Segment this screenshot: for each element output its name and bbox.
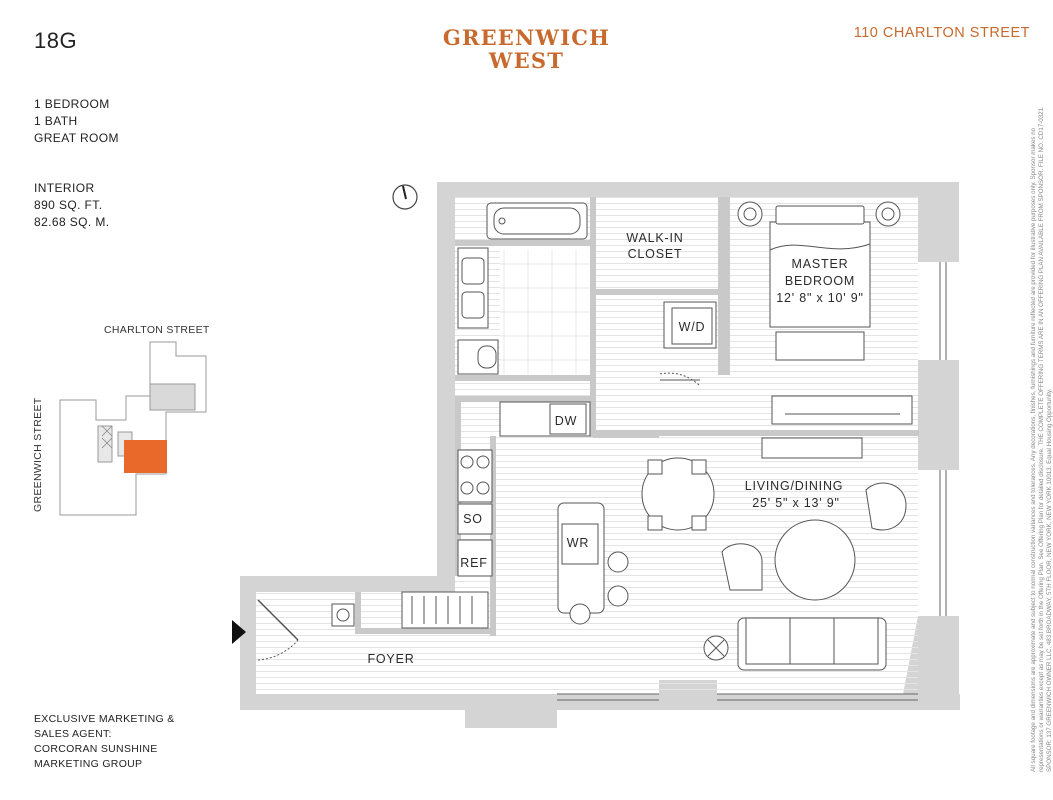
key-plan-unit-highlight [124, 440, 167, 473]
windows [557, 262, 947, 701]
brand-line-2: WEST [488, 48, 565, 73]
brand-line-1: GREENWICH [442, 25, 611, 50]
room-label-master: MASTER [792, 257, 849, 271]
agent-line-2: SALES AGENT: [34, 728, 112, 740]
master-bedroom-furniture [737, 201, 913, 425]
feature-label: GREAT ROOM [34, 131, 119, 145]
bedroom-count: 1 BEDROOM [34, 97, 110, 111]
north-arrow-icon [392, 184, 418, 210]
marketing-agent: EXCLUSIVE MARKETING & SALES AGENT: CORCO… [34, 712, 175, 772]
foyer-fixtures [257, 372, 701, 661]
appliance-label-dw: DW [555, 414, 577, 428]
unit-number: 18G [34, 28, 78, 53]
room-label-closet: CLOSET [628, 247, 683, 261]
appliance-label-ref: REF [460, 556, 487, 570]
bathroom [457, 202, 588, 375]
laundry-closet [663, 301, 717, 349]
room-label-walk-in: WALK-IN [626, 231, 683, 245]
living-furniture [641, 437, 907, 671]
room-label-foyer: FOYER [367, 652, 414, 666]
brand-logo: GREENWICH WEST [0, 26, 1053, 72]
room-label-wd: W/D [679, 320, 706, 334]
unit-specs: 1 BEDROOM 1 BATH GREAT ROOM [34, 96, 119, 147]
area-sqm: 82.68 SQ. M. [34, 215, 110, 229]
interior-walls [355, 197, 919, 636]
kitchen [457, 401, 629, 625]
room-label-living-dining: LIVING/DINING [745, 479, 844, 493]
room-label-bedroom: BEDROOM [785, 274, 855, 288]
agent-line-4: MARKETING GROUP [34, 758, 143, 770]
unit-area: INTERIOR 890 SQ. FT. 82.68 SQ. M. [34, 180, 110, 231]
master-bedroom-dimensions: 12' 8" x 10' 9" [776, 291, 864, 305]
living-dining-dimensions: 25' 5" x 13' 9" [752, 496, 840, 510]
bath-count: 1 BATH [34, 114, 78, 128]
appliance-label-so: SO [463, 512, 483, 526]
key-plan-street-top: CHARLTON STREET [104, 324, 210, 336]
building-address: 110 CHARLTON STREET [853, 25, 1030, 41]
agent-line-3: CORCORAN SUNSHINE [34, 743, 158, 755]
area-label: INTERIOR [34, 181, 95, 195]
agent-line-1: EXCLUSIVE MARKETING & [34, 713, 175, 725]
appliance-label-wr: WR [567, 536, 589, 550]
area-sqft: 890 SQ. FT. [34, 198, 103, 212]
legal-disclaimer: All square footage and dimensions are ap… [1030, 106, 1053, 772]
entry-arrow-icon [232, 620, 246, 644]
